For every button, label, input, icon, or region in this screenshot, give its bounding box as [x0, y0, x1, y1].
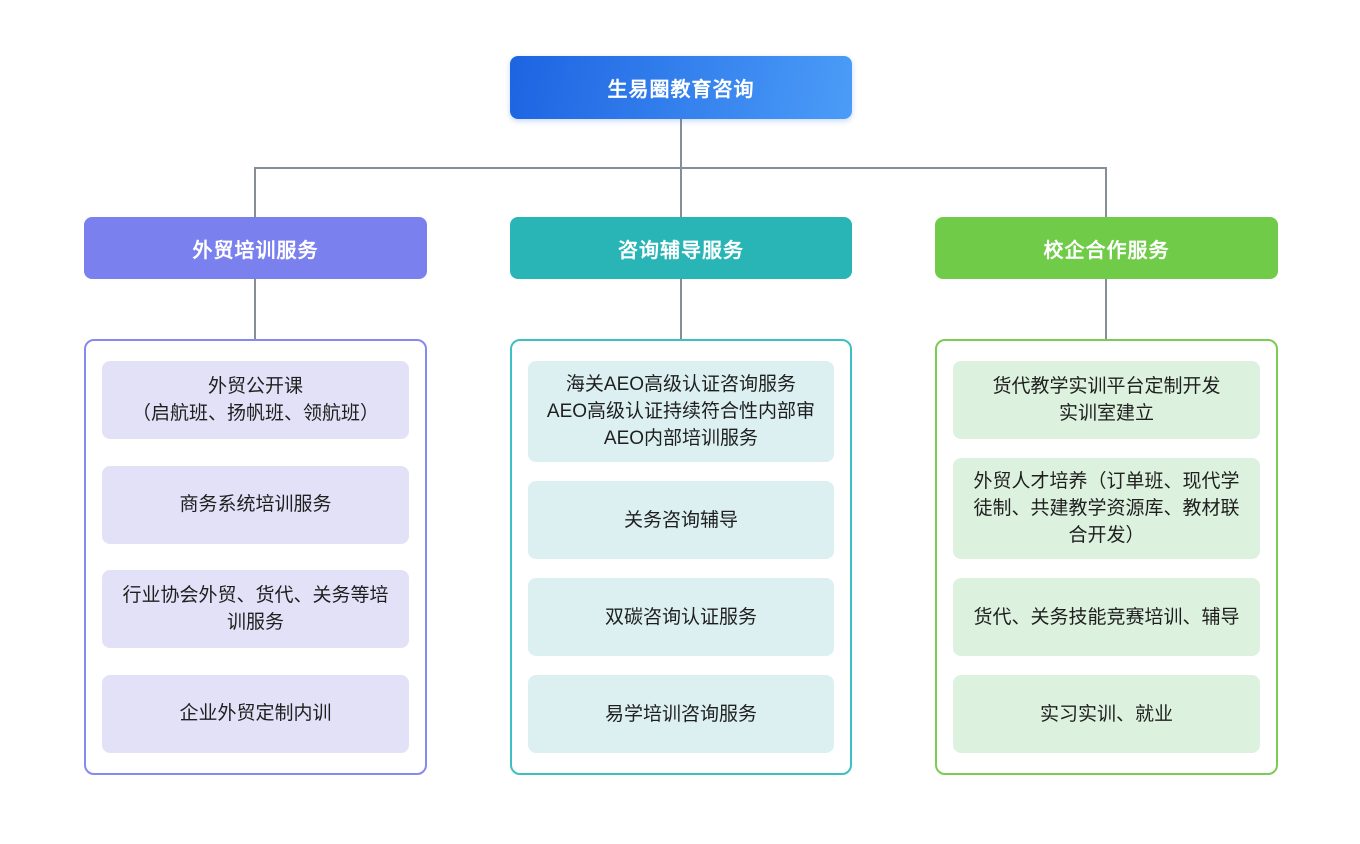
- branch-group-school-enterprise: 货代教学实训平台定制开发 实训室建立 外贸人才培养（订单班、现代学徒制、共建教学…: [935, 339, 1278, 775]
- branch-header-label: 咨询辅导服务: [618, 239, 744, 262]
- connector-drop-left: [254, 168, 256, 217]
- branch-header-consulting-coaching[interactable]: 咨询辅导服务: [510, 217, 852, 279]
- branch-header-label: 外贸培训服务: [192, 239, 319, 262]
- branch-item[interactable]: 关务咨询辅导: [528, 481, 834, 559]
- connector-root-stem: [680, 119, 682, 168]
- root-node[interactable]: 生易圈教育咨询: [510, 56, 852, 119]
- connector-drop-middle: [680, 168, 682, 217]
- branch-item[interactable]: 双碳咨询认证服务: [528, 578, 834, 656]
- branch-item[interactable]: 企业外贸定制内训: [102, 674, 409, 753]
- branch-item[interactable]: 行业协会外贸、货代、关务等培训服务: [102, 570, 409, 649]
- branch-item[interactable]: 海关AEO高级认证咨询服务 AEO高级认证持续符合性内部审 AEO内部培训服务: [528, 361, 834, 462]
- branch-item[interactable]: 货代教学实训平台定制开发 实训室建立: [953, 361, 1260, 439]
- branch-group-consulting-coaching: 海关AEO高级认证咨询服务 AEO高级认证持续符合性内部审 AEO内部培训服务 …: [510, 339, 852, 775]
- connector-header-stem-left: [254, 279, 256, 339]
- branch-group-foreign-trade-training: 外贸公开课 （启航班、扬帆班、领航班） 商务系统培训服务 行业协会外贸、货代、关…: [84, 339, 427, 775]
- branch-header-foreign-trade-training[interactable]: 外贸培训服务: [84, 217, 427, 279]
- root-node-label: 生易圈教育咨询: [607, 79, 755, 101]
- branch-item[interactable]: 外贸人才培养（订单班、现代学徒制、共建教学资源库、教材联合开发）: [953, 458, 1260, 559]
- connector-header-stem-right: [1105, 279, 1107, 339]
- branch-header-school-enterprise[interactable]: 校企合作服务: [935, 217, 1278, 279]
- connector-drop-right: [1105, 168, 1107, 217]
- branch-item[interactable]: 易学培训咨询服务: [528, 675, 834, 753]
- branch-item[interactable]: 外贸公开课 （启航班、扬帆班、领航班）: [102, 361, 409, 439]
- connector-header-stem-middle: [680, 279, 682, 339]
- branch-header-label: 校企合作服务: [1043, 239, 1170, 262]
- branch-item[interactable]: 实习实训、就业: [953, 675, 1260, 753]
- branch-item[interactable]: 货代、关务技能竞赛培训、辅导: [953, 578, 1260, 656]
- branch-item[interactable]: 商务系统培训服务: [102, 465, 409, 544]
